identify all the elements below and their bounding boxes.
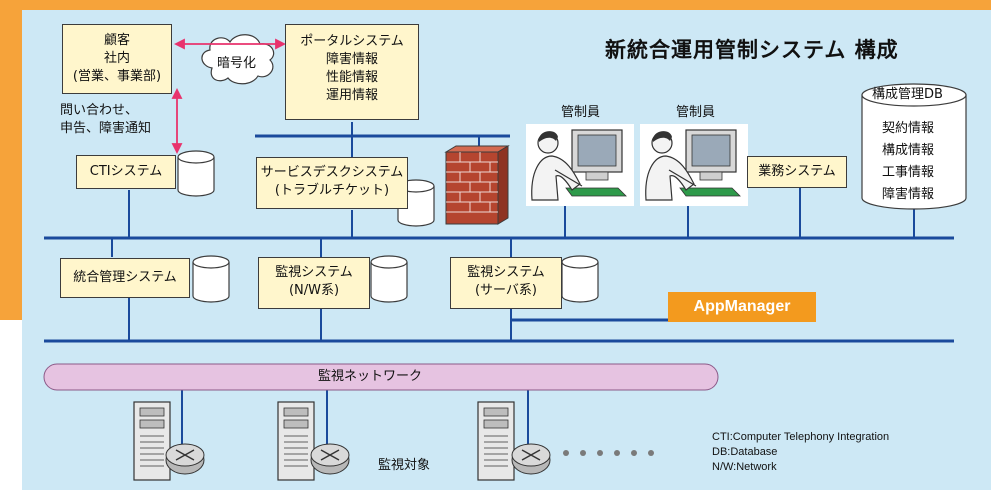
portal-line: 運用情報 (325, 88, 378, 103)
inquiry-label: 問い合わせ、 申告、障害通知 (60, 102, 151, 138)
cloud-icon (201, 34, 275, 85)
database-icon (370, 255, 408, 303)
config-db-item: 障害情報 (882, 187, 935, 202)
operator-label: 管制員 (676, 105, 716, 120)
router-icon (165, 443, 205, 475)
cti-box: CTIシステム (76, 155, 176, 189)
portal-line: ポータルシステム (300, 34, 404, 49)
router-icon (310, 443, 350, 475)
encryption-label: 暗号化 (217, 56, 257, 71)
business-system-box: 業務システム (747, 156, 847, 188)
monitor-network-bar-shape (43, 363, 719, 391)
portal-line: 性能情報 (325, 70, 378, 85)
service-desk-box: サービスデスクシステム (トラブルチケット) (256, 157, 408, 209)
database-icon (561, 255, 599, 303)
legend: CTI:Computer Telephony Integration DB:Da… (712, 430, 889, 475)
operator-workstation-icon (640, 124, 748, 206)
router-icon (511, 443, 551, 475)
monitor-nw-box: 監視システム (N/W系) (258, 257, 370, 309)
customer-line: 顧客 (103, 33, 130, 48)
inquiry-line: 申告、障害通知 (60, 121, 152, 136)
portal-box: ポータルシステム 障害情報 性能情報 運用情報 (285, 24, 419, 120)
portal-line: 障害情報 (325, 52, 378, 67)
arrow-lines (171, 38, 287, 155)
monitored-targets-label: 監視対象 (378, 458, 431, 473)
appmanager-label: AppManager (668, 292, 816, 322)
integrated-management-box: 統合管理システム (60, 258, 190, 298)
database-icons (177, 83, 967, 303)
config-db-item: 契約情報 (882, 121, 935, 136)
config-db-title: 構成管理DB (872, 87, 943, 102)
server-icon (133, 401, 171, 481)
server-icon (277, 401, 315, 481)
service-desk-line: サービスデスクシステム (260, 165, 404, 180)
operator-label: 管制員 (561, 105, 601, 120)
legend-item: N/W:Network (712, 461, 777, 473)
monitor-nw-line: 監視システム (275, 265, 353, 280)
ellipsis-dots-icon (563, 450, 654, 456)
database-icon (177, 150, 215, 197)
server-icon (477, 401, 515, 481)
customer-box: 顧客 社内 (営業、事業部) (62, 24, 172, 94)
inquiry-line: 問い合わせ、 (60, 103, 139, 118)
customer-line: 社内 (103, 51, 130, 66)
diagram-title: 新統合運用管制システム 構成 (605, 38, 899, 62)
monitor-nw-line: (N/W系) (288, 283, 340, 298)
monitor-network-label: 監視ネットワーク (318, 369, 423, 384)
large-database-icon (861, 83, 967, 210)
config-db-item: 工事情報 (882, 165, 935, 180)
firewall-icon (444, 145, 510, 225)
network-lines (44, 134, 954, 343)
router-icons (165, 443, 551, 475)
legend-item: CTI:Computer Telephony Integration (712, 431, 890, 443)
config-db-items: 契約情報 構成情報 工事情報 障害情報 (882, 118, 934, 206)
legend-item: DB:Database (712, 446, 778, 458)
monitor-server-line: (サーバ系) (474, 283, 537, 298)
database-icon (192, 255, 230, 303)
operator-workstation-icon (526, 124, 634, 206)
customer-line: (営業、事業部) (72, 69, 162, 84)
monitor-server-box: 監視システム (サーバ系) (450, 257, 562, 309)
server-icons (133, 401, 515, 481)
config-db-item: 構成情報 (882, 143, 935, 158)
monitor-server-line: 監視システム (467, 265, 545, 280)
service-desk-line: (トラブルチケット) (274, 183, 390, 198)
